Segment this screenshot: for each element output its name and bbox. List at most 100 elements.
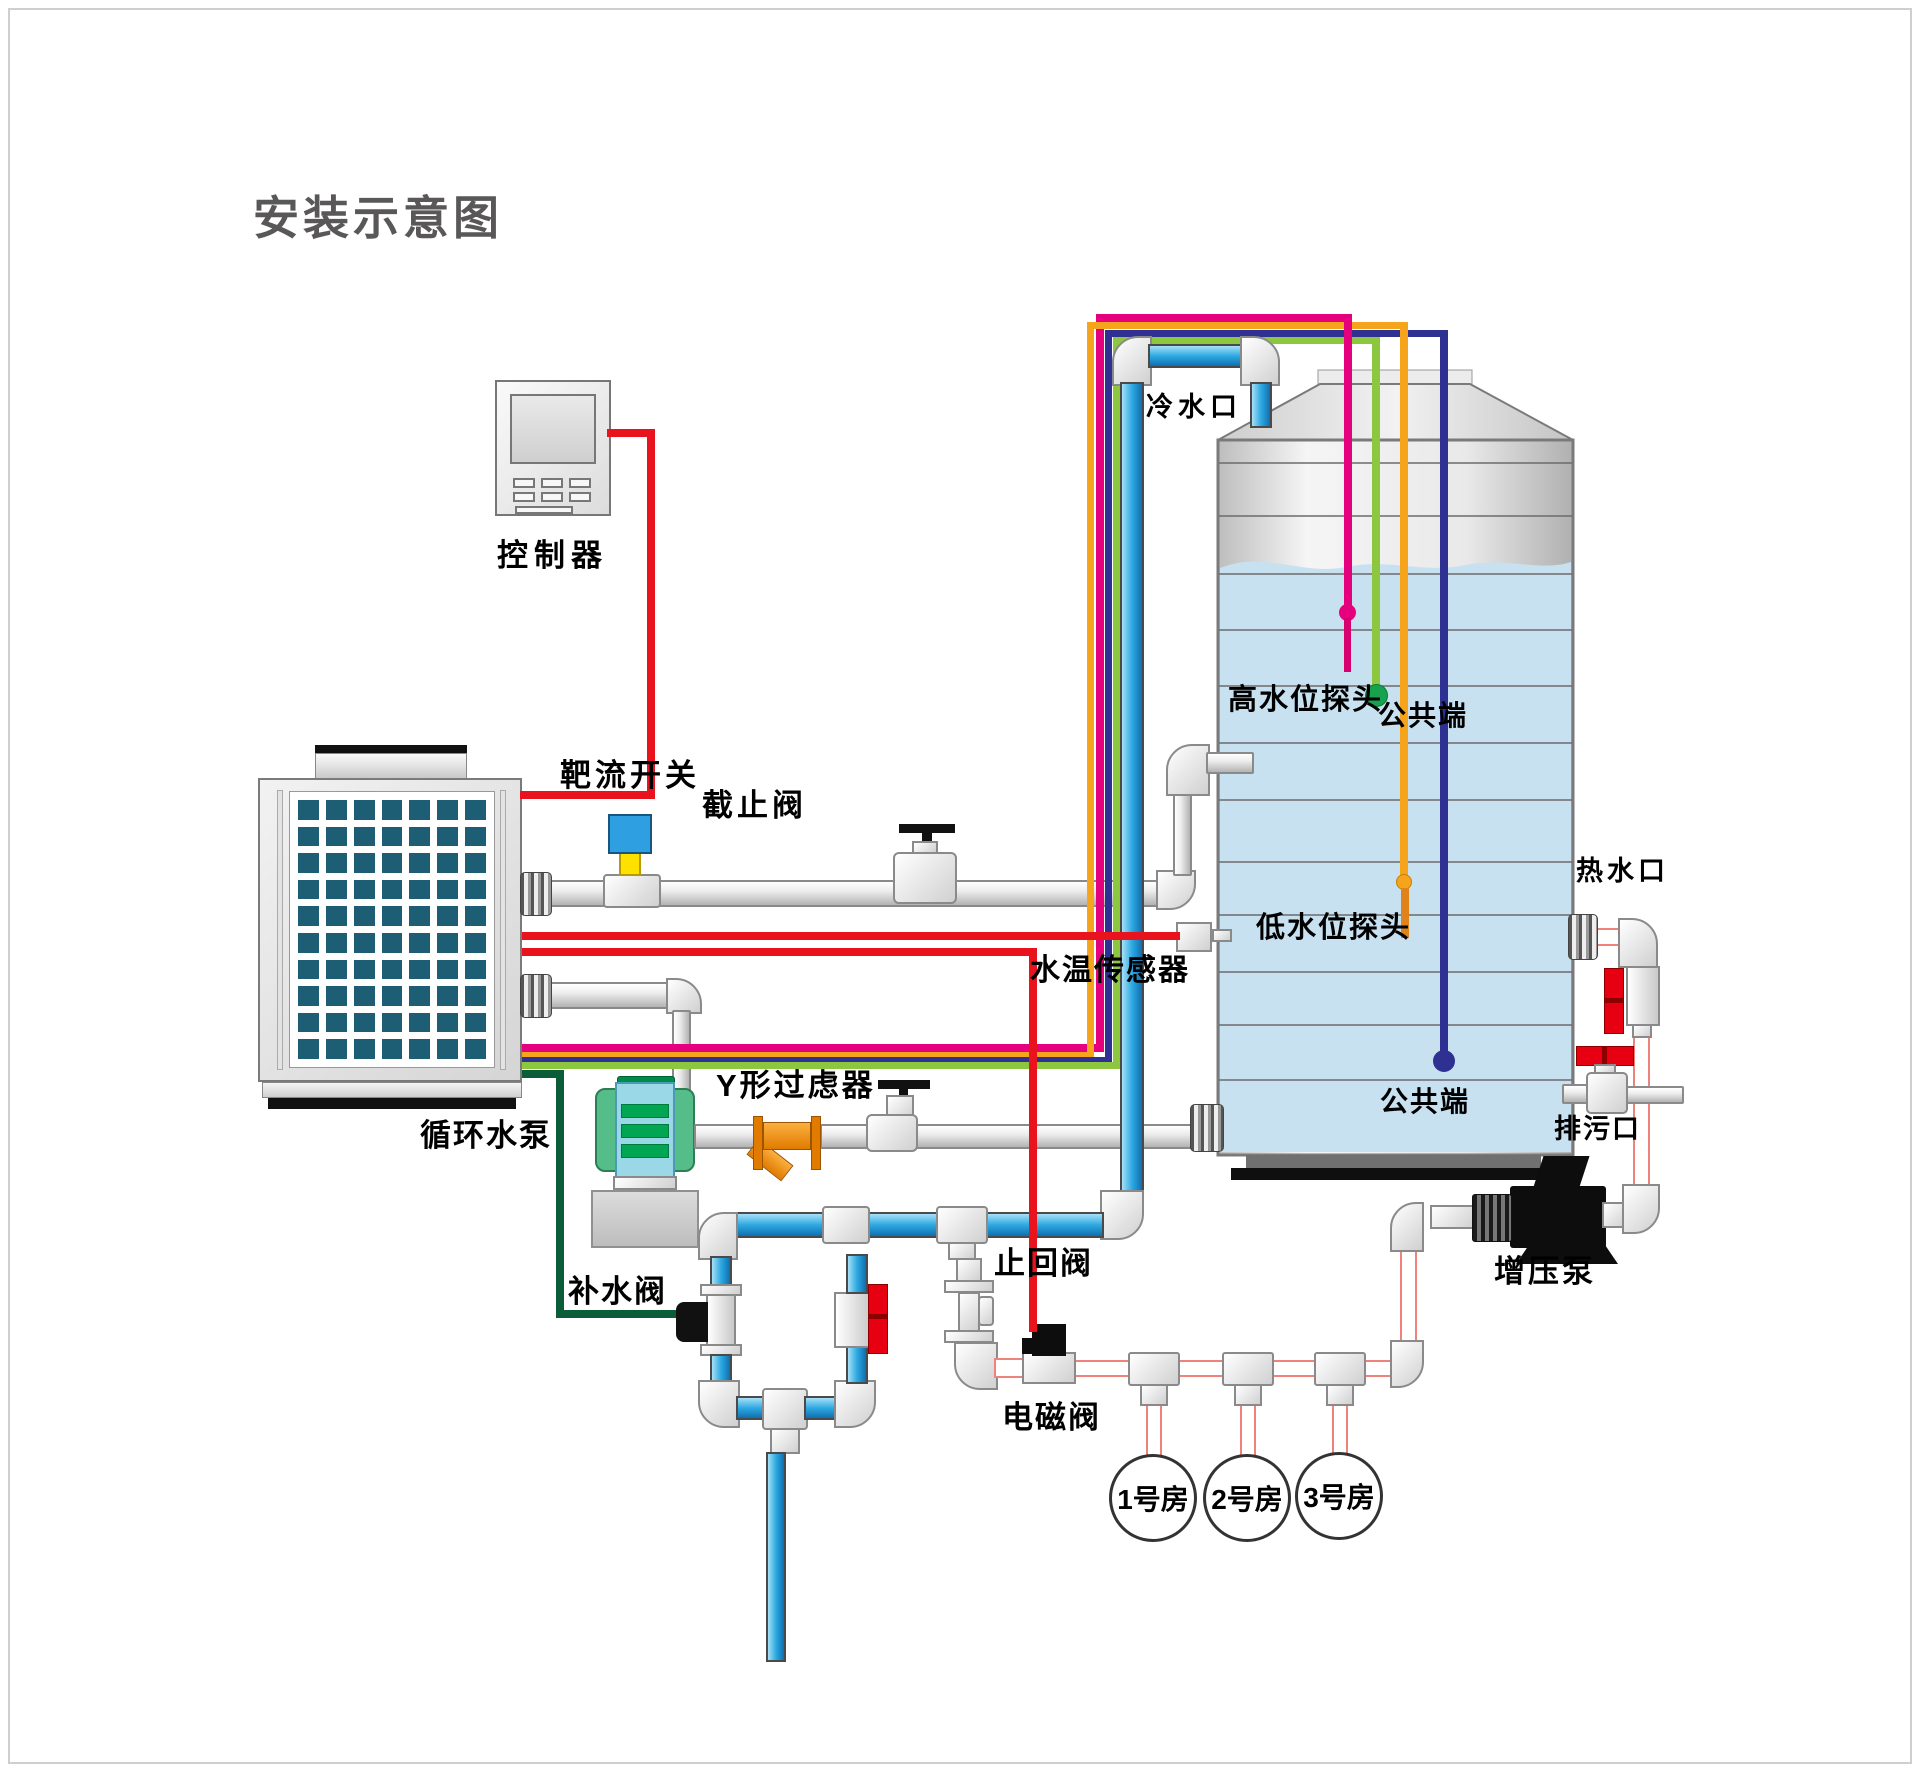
pipe-union [520, 872, 552, 916]
y-filter-cap [811, 1116, 821, 1170]
tank-return-pipe [912, 1124, 1194, 1149]
hot-water-drop [1633, 1036, 1650, 1188]
heat-pump-side-strip [500, 790, 506, 1070]
booster-inlet-stub [1430, 1205, 1476, 1229]
room-1-label: 1号房 [1117, 1484, 1189, 1515]
circulation-pump-flange [613, 1176, 677, 1190]
common-probe-tip-navy [1433, 1050, 1455, 1072]
low-level-probe-wire [1400, 322, 1408, 880]
stop-valve-label: 截止阀 [702, 788, 807, 823]
circulation-pump-fin [621, 1104, 669, 1118]
solenoid-valve-body [1032, 1324, 1066, 1356]
controller-button[interactable] [541, 478, 563, 488]
room-3: 3号房 [1295, 1452, 1383, 1540]
water-tank [1216, 369, 1575, 1180]
controller-label: 控制器 [497, 538, 608, 573]
stop-valve-handle[interactable] [899, 824, 955, 833]
water-temp-sensor [1176, 922, 1212, 952]
dist-pipe [1272, 1360, 1316, 1377]
controller-button[interactable] [513, 492, 535, 502]
controller-button[interactable] [541, 492, 563, 502]
pipe-tee-stub [1234, 1384, 1262, 1406]
pipe-elbow [1390, 1202, 1424, 1252]
circulation-pump-fin [621, 1124, 669, 1138]
low-level-probe-stem [1401, 888, 1409, 938]
cold-water-pipe [1148, 344, 1246, 368]
loop-valve-red-handle[interactable] [868, 1284, 888, 1354]
loop-pipe [804, 1396, 838, 1420]
pipe-union [1568, 914, 1598, 960]
check-valve-label: 止回阀 [994, 1246, 1093, 1281]
circulation-pump-base [591, 1190, 699, 1248]
hot-valve-handle-line [1604, 998, 1624, 1003]
wire-magenta [1096, 314, 1352, 322]
circulation-pump-fin [621, 1144, 669, 1158]
return-valve-stem-dark [899, 1089, 908, 1097]
wire-navy [1105, 330, 1112, 1061]
common-probe-wire-navy [1440, 330, 1448, 1056]
wire-green [522, 1062, 1120, 1069]
pipe-tee-stub [948, 1242, 976, 1260]
return-valve-body [866, 1114, 918, 1152]
heat-pump-base [262, 1082, 522, 1098]
controller-button[interactable] [513, 478, 535, 488]
solenoid-wire [1029, 948, 1037, 1332]
flow-switch-mount [603, 874, 661, 908]
tank-inlet-stub [1206, 752, 1254, 774]
makeup-valve-knob[interactable] [676, 1302, 708, 1342]
riser-pipe [1173, 792, 1192, 876]
filter-outlet-pipe [820, 1124, 872, 1149]
common-probe-wire-green [1372, 337, 1380, 691]
room-2: 2号房 [1203, 1454, 1291, 1542]
wire-magenta [522, 1044, 1104, 1052]
solenoid-coupling [1022, 1352, 1076, 1384]
makeup-valve-label: 补水阀 [568, 1274, 667, 1309]
wire-orange [522, 1052, 1094, 1059]
pipe-tee [822, 1206, 870, 1244]
high-level-probe-tip [1339, 604, 1356, 621]
common-terminal-top-label: 公共端 [1378, 700, 1469, 731]
return-valve-handle[interactable] [878, 1080, 930, 1089]
controller-screen [510, 394, 596, 464]
wire-dark-green [556, 1070, 564, 1318]
y-filter-label: Y形过虑器 [716, 1068, 876, 1103]
high-level-probe-stem [1344, 618, 1351, 672]
pipe-tee [1314, 1352, 1366, 1386]
controller-wire [607, 429, 655, 437]
heat-pump-fan-top [315, 745, 467, 753]
pipe-union [1190, 1104, 1224, 1152]
hot-valve-body [1626, 966, 1660, 1026]
drain-valve-body [1586, 1072, 1628, 1114]
page-title: 安装示意图 [253, 192, 503, 244]
wire-dark-green [556, 1310, 690, 1318]
controller-button-bar[interactable] [515, 506, 573, 514]
check-valve-sight [978, 1296, 994, 1326]
drain-outlet-pipe [1626, 1086, 1684, 1104]
pipe-tee-stub [1140, 1384, 1168, 1406]
loop-valve-body [834, 1292, 872, 1348]
cold-water-drop [1250, 382, 1272, 428]
pipe-tee-stub [1326, 1384, 1354, 1406]
room-drop-pipe [1146, 1404, 1162, 1458]
controller-button[interactable] [569, 478, 591, 488]
pipe-elbow [698, 1212, 738, 1260]
common-probe-tip-green [1365, 684, 1388, 707]
room-2-label: 2号房 [1211, 1484, 1283, 1515]
booster-pump-label: 增压泵 [1494, 1254, 1596, 1289]
wire-magenta [1096, 314, 1104, 1052]
stop-valve-stem-dark [922, 833, 932, 842]
water-temp-sensor-label: 水温传感器 [1030, 954, 1190, 987]
cold-water-inlet-label: 冷水口 [1146, 392, 1242, 422]
wire-green [1113, 337, 1120, 1066]
low-level-probe-label: 低水位探头 [1256, 912, 1412, 944]
wire-dark-green [522, 1070, 564, 1078]
hot-water-outlet-label: 热水口 [1576, 856, 1669, 886]
loop-pipe [846, 1346, 868, 1384]
controller-button[interactable] [569, 492, 591, 502]
hot-valve-stub [1632, 1024, 1652, 1038]
controller-box [495, 380, 611, 516]
pipe-tee [762, 1388, 808, 1430]
temp-sensor-wire [522, 932, 1180, 940]
check-valve-body [958, 1292, 980, 1332]
room-1: 1号房 [1109, 1454, 1197, 1542]
